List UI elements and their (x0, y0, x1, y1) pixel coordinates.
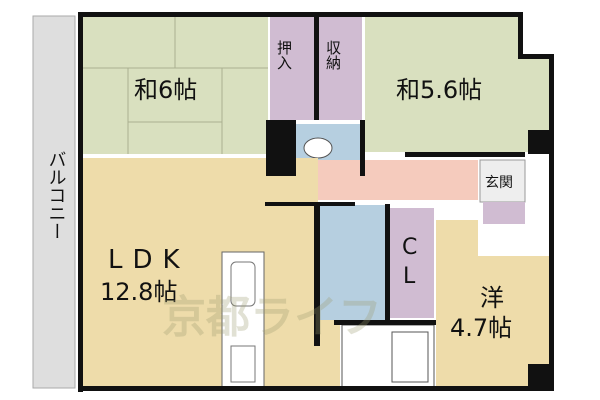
room-washitsu-5-6 (365, 16, 552, 152)
bathtub-icon (391, 331, 429, 383)
stove-icon (230, 345, 256, 383)
shoe-box (483, 202, 525, 224)
ldk-extension (318, 320, 340, 388)
room-ldk (82, 158, 318, 388)
closet-label-l: L (403, 264, 416, 289)
shuno-label: 収納 (324, 40, 342, 71)
shuno (319, 16, 362, 120)
balcony-label: バルコニー (46, 150, 67, 240)
washitsu-6-label: 和6帖 (134, 76, 197, 104)
yoshitsu-label: 洋 (480, 284, 504, 312)
watermark: 京都ライフ (162, 292, 382, 343)
tatami-lines (82, 16, 268, 154)
oshiire-label: 押入 (275, 40, 293, 70)
ldk-size-label: 12.8帖 (100, 278, 177, 306)
ldk-label: LDK (108, 245, 190, 275)
yoshitsu-size-label: 4.7帖 (450, 314, 512, 342)
hallway (318, 160, 478, 200)
sink-icon (230, 261, 256, 307)
washroom (320, 205, 385, 320)
oshiire (270, 16, 314, 120)
genkan (479, 159, 526, 203)
closet (390, 208, 434, 318)
genkan-label: 玄関 (485, 174, 513, 191)
walls (78, 12, 554, 392)
toilet-icon (303, 137, 333, 159)
room-yoshitsu (436, 220, 552, 388)
balcony (32, 15, 76, 389)
closet-label-c: C (402, 235, 417, 260)
washitsu-5-6-label: 和5.6帖 (396, 76, 482, 104)
